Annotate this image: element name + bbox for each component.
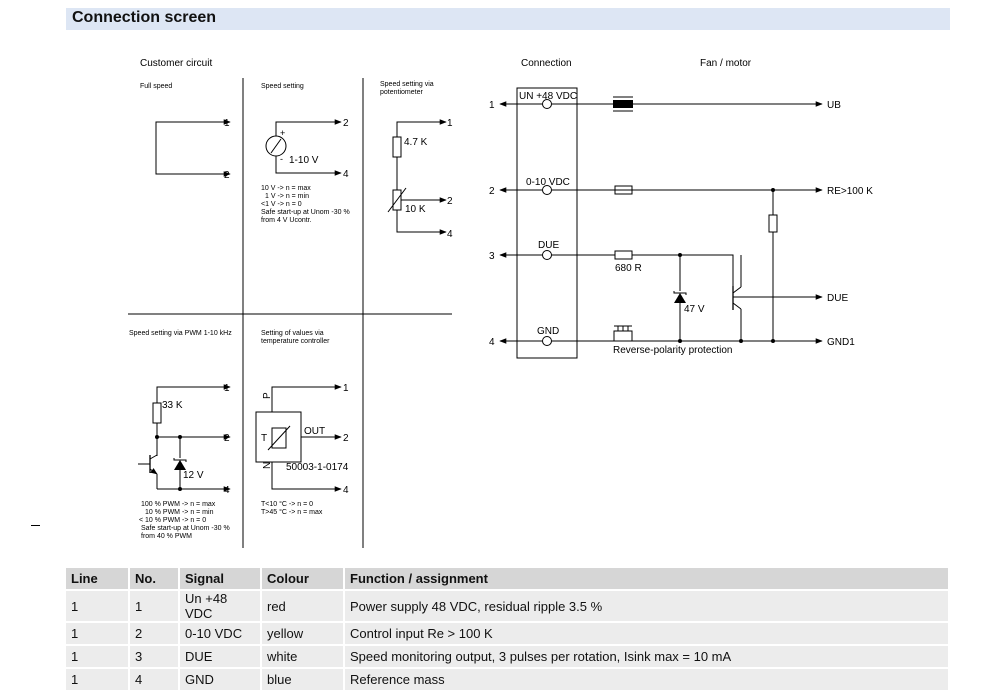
resistor-33k-icon bbox=[152, 402, 162, 424]
resistor-680-icon bbox=[614, 250, 633, 260]
svg-text:2: 2 bbox=[224, 433, 230, 444]
svg-text:50003-1-0174: 50003-1-0174 bbox=[286, 462, 349, 473]
table-row: 1 4 GND blue Reference mass bbox=[66, 668, 950, 692]
customer-circuit-heading: Customer circuit bbox=[140, 58, 212, 69]
terminal-1-label: 1 bbox=[224, 118, 230, 129]
panel-speed-setting: Speed setting + - 1-10 V 2 4 10 V -> n =… bbox=[261, 83, 350, 224]
wiring-diagram: Customer circuit Connection Fan / motor … bbox=[128, 58, 873, 548]
svg-text:12 V: 12 V bbox=[183, 470, 204, 481]
svg-text:T>45 °C -> n = max: T>45 °C -> n = max bbox=[261, 508, 323, 516]
svg-text:2: 2 bbox=[343, 433, 349, 444]
svg-text:33 K: 33 K bbox=[162, 400, 183, 411]
svg-text:100 % PWM -> n = max: 100 % PWM -> n = max bbox=[141, 501, 216, 508]
voltage-range-label: 1-10 V bbox=[289, 155, 319, 166]
section-header: Connection screen bbox=[66, 8, 950, 30]
svg-text:4: 4 bbox=[224, 485, 230, 496]
svg-text:4: 4 bbox=[343, 169, 349, 180]
svg-text:from 40 % PWM: from 40 % PWM bbox=[141, 533, 192, 540]
svg-text:Reverse-polarity protection: Reverse-polarity protection bbox=[613, 345, 733, 356]
full-speed-label: Full speed bbox=[140, 83, 172, 90]
section-title: Connection screen bbox=[72, 9, 217, 26]
fan-motor-heading: Fan / motor bbox=[700, 58, 752, 69]
svg-text:4.7 K: 4.7 K bbox=[404, 137, 428, 148]
svg-text:1 V -> n = min: 1 V -> n = min bbox=[265, 193, 309, 200]
panel-temperature: Setting of values via temperature contro… bbox=[255, 330, 349, 516]
panel-full-speed: Full speed 1 2 bbox=[140, 83, 231, 181]
svg-text:RE>100 K: RE>100 K bbox=[827, 186, 873, 197]
svg-text:<1 V -> n = 0: <1 V -> n = 0 bbox=[261, 201, 302, 208]
svg-text:UB: UB bbox=[827, 100, 841, 111]
connection-heading: Connection bbox=[521, 58, 572, 69]
svg-text:+: + bbox=[280, 128, 285, 138]
zener-diode-icon bbox=[174, 460, 186, 470]
svg-text:Speed setting via: Speed setting via bbox=[380, 81, 434, 88]
table-row: 1 1 Un +48 VDC red Power supply 48 VDC, … bbox=[66, 590, 950, 623]
table-header-row: Line No. Signal Colour Function / assign… bbox=[66, 568, 950, 591]
svg-text:OUT: OUT bbox=[304, 426, 325, 437]
svg-text:potentiometer: potentiometer bbox=[380, 89, 423, 96]
panel-potentiometer: Speed setting via potentiometer 4.7 K 10… bbox=[380, 81, 453, 240]
resistor-4k7-icon bbox=[392, 136, 402, 158]
svg-text:10 K: 10 K bbox=[405, 204, 426, 215]
col-no: No. bbox=[129, 568, 180, 591]
svg-text:from 4 V Ucontr.: from 4 V Ucontr. bbox=[261, 217, 312, 224]
svg-text:1: 1 bbox=[447, 118, 453, 129]
svg-text:1: 1 bbox=[343, 383, 349, 394]
svg-text:Speed setting via PWM 1-10 kHz: Speed setting via PWM 1-10 kHz bbox=[129, 330, 232, 337]
reverse-polarity-icon bbox=[613, 330, 633, 341]
svg-text:Safe start-up at Unom -30 %: Safe start-up at Unom -30 % bbox=[261, 209, 350, 216]
svg-text:0-10 VDC: 0-10 VDC bbox=[526, 177, 570, 188]
svg-text:3: 3 bbox=[489, 251, 495, 262]
terminal-2-label: 2 bbox=[224, 170, 230, 181]
svg-text:DUE: DUE bbox=[538, 240, 559, 251]
thermistor-icon bbox=[271, 427, 287, 449]
col-colour: Colour bbox=[261, 568, 345, 591]
svg-text:GND: GND bbox=[537, 326, 559, 337]
svg-text:4: 4 bbox=[447, 229, 453, 240]
customer-grid bbox=[128, 78, 452, 548]
connection-block: UN +48 VDC 0-10 VDC DUE GND 1 2 3 4 UB R… bbox=[489, 87, 873, 359]
col-line: Line bbox=[66, 568, 130, 591]
col-function: Function / assignment bbox=[344, 568, 950, 591]
svg-text:2: 2 bbox=[489, 186, 495, 197]
table-row: 1 2 0-10 VDC yellow Control input Re > 1… bbox=[66, 622, 950, 646]
margin-dash bbox=[31, 525, 40, 526]
signal-table: Line No. Signal Colour Function / assign… bbox=[66, 568, 950, 692]
connector-box bbox=[516, 87, 578, 359]
svg-text:-: - bbox=[280, 154, 283, 164]
svg-text:4: 4 bbox=[343, 485, 349, 496]
svg-text:GND1: GND1 bbox=[827, 337, 855, 348]
svg-text:T: T bbox=[261, 433, 267, 444]
pullup-resistor-icon bbox=[768, 214, 778, 233]
svg-text:2: 2 bbox=[343, 118, 349, 129]
svg-text:Setting of values via: Setting of values via bbox=[261, 330, 324, 337]
panel-pwm: Speed setting via PWM 1-10 kHz 33 K 12 V… bbox=[129, 330, 232, 540]
svg-text:10 % PWM -> n = min: 10 % PWM -> n = min bbox=[145, 509, 214, 516]
svg-text:680 R: 680 R bbox=[615, 263, 642, 274]
inductor-icon bbox=[613, 100, 633, 108]
svg-text:P: P bbox=[262, 392, 273, 399]
svg-text:2: 2 bbox=[447, 196, 453, 207]
svg-text:Safe start-up at Unom -30 %: Safe start-up at Unom -30 % bbox=[141, 525, 230, 532]
svg-text:temperature controller: temperature controller bbox=[261, 338, 330, 345]
svg-text:UN +48 VDC: UN +48 VDC bbox=[519, 91, 577, 102]
svg-text:< 10 % PWM -> n = 0: < 10 % PWM -> n = 0 bbox=[139, 517, 206, 524]
svg-text:T<10 °C -> n = 0: T<10 °C -> n = 0 bbox=[261, 500, 313, 508]
svg-text:1: 1 bbox=[224, 383, 230, 394]
svg-text:4: 4 bbox=[489, 337, 495, 348]
svg-text:DUE: DUE bbox=[827, 293, 848, 304]
zener-47v-icon bbox=[674, 293, 686, 303]
svg-text:10 V -> n = max: 10 V -> n = max bbox=[261, 185, 311, 192]
svg-text:N: N bbox=[262, 462, 273, 469]
table-row: 1 3 DUE white Speed monitoring output, 3… bbox=[66, 645, 950, 669]
svg-text:1: 1 bbox=[489, 100, 495, 111]
svg-text:47 V: 47 V bbox=[684, 304, 705, 315]
col-signal: Signal bbox=[179, 568, 262, 591]
speed-setting-label: Speed setting bbox=[261, 83, 304, 90]
